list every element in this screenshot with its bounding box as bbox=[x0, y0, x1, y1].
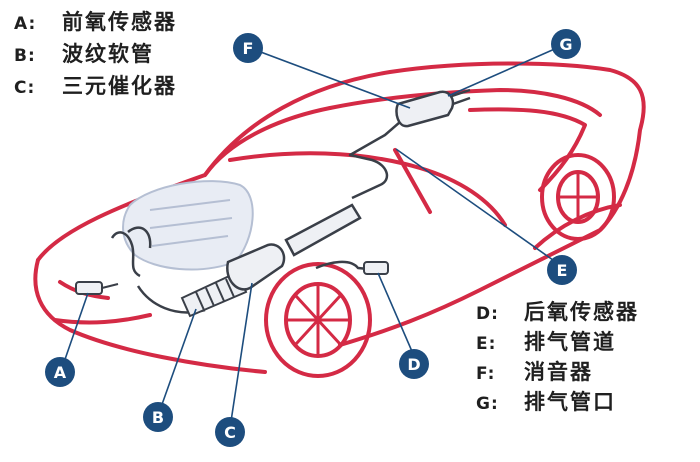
legend-text: 排气管口 bbox=[524, 390, 616, 414]
svg-text:A: A bbox=[54, 363, 67, 382]
legend-item-g: G: 排气管口 bbox=[476, 386, 639, 416]
callout-f: F bbox=[233, 33, 263, 63]
legend-top-left: A: 前氧传感器 B: 波纹软管 C: 三元催化器 bbox=[14, 6, 177, 102]
legend-item-d: D: 后氧传感器 bbox=[476, 296, 639, 326]
svg-text:G: G bbox=[559, 35, 572, 54]
callout-d: D bbox=[399, 349, 429, 379]
callout-c: C bbox=[215, 417, 245, 447]
legend-text: 波纹软管 bbox=[62, 42, 154, 66]
legend-item-c: C: 三元催化器 bbox=[14, 70, 177, 102]
legend-text: 排气管道 bbox=[524, 330, 616, 354]
legend-key: C: bbox=[14, 78, 36, 98]
legend-key: F: bbox=[476, 364, 496, 384]
callout-a: A bbox=[45, 357, 75, 387]
legend-text: 后氧传感器 bbox=[524, 300, 639, 324]
leader-lines bbox=[61, 43, 567, 429]
legend-bottom-right: D: 后氧传感器 E: 排气管道 F: 消音器 G: 排气管口 bbox=[476, 296, 639, 416]
corrugated-hose bbox=[180, 270, 248, 318]
svg-text:E: E bbox=[557, 261, 568, 280]
muffler bbox=[395, 88, 471, 128]
svg-text:B: B bbox=[152, 408, 164, 427]
svg-text:D: D bbox=[407, 355, 420, 374]
legend-key: G: bbox=[476, 394, 499, 414]
legend-key: D: bbox=[476, 304, 499, 324]
front-wheel bbox=[264, 262, 372, 378]
legend-text: 前氧传感器 bbox=[62, 10, 177, 34]
callout-b: B bbox=[143, 402, 173, 432]
svg-text:C: C bbox=[224, 423, 236, 442]
engine bbox=[122, 180, 254, 271]
legend-item-a: A: 前氧传感器 bbox=[14, 6, 177, 38]
oxygen-sensor-front bbox=[75, 281, 119, 295]
legend-key: A: bbox=[14, 14, 37, 34]
legend-item-f: F: 消音器 bbox=[476, 356, 639, 386]
legend-item-e: E: 排气管道 bbox=[476, 326, 639, 356]
mid-pipe bbox=[284, 203, 362, 257]
callout-e: E bbox=[547, 255, 577, 285]
catalytic-converter bbox=[226, 243, 286, 291]
legend-item-b: B: 波纹软管 bbox=[14, 38, 177, 70]
oxygen-sensor-rear bbox=[363, 261, 389, 275]
rear-wheel bbox=[540, 153, 616, 241]
svg-text:F: F bbox=[243, 39, 254, 58]
legend-text: 三元催化器 bbox=[62, 74, 177, 98]
callout-g: G bbox=[551, 29, 581, 59]
legend-key: B: bbox=[14, 46, 36, 66]
legend-text: 消音器 bbox=[524, 360, 593, 384]
legend-key: E: bbox=[476, 334, 497, 354]
car-outline bbox=[33, 61, 646, 374]
